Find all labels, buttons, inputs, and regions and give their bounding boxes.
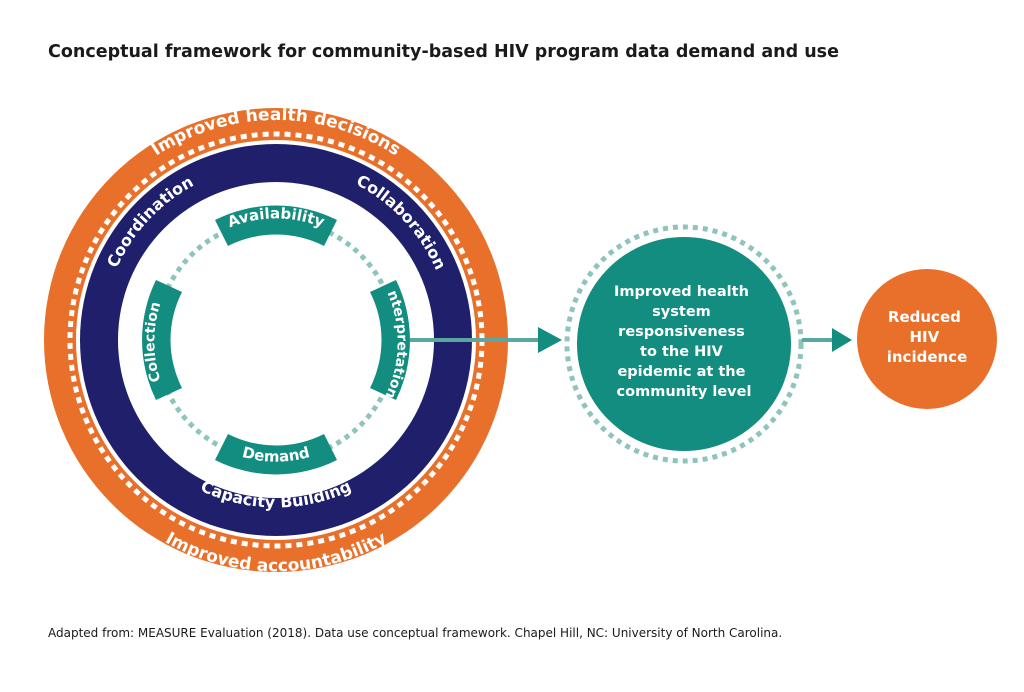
outcome-circle-dots (564, 224, 804, 464)
impact-line-1: Reduced (888, 308, 961, 326)
impact-circle (857, 269, 997, 409)
inner-white-disc (118, 182, 434, 498)
outcome-line-2: system (652, 304, 711, 320)
outcome-text: Improved health system responsiveness to… (614, 284, 754, 400)
segment-interpretation (370, 280, 410, 400)
impact-line-3: incidence (887, 348, 968, 366)
segment-availability (215, 205, 337, 246)
svg-text:Demand: Demand (241, 443, 312, 466)
outcome-line-5: epidemic at the (617, 364, 745, 380)
impact-line-2: HIV (910, 328, 940, 346)
diagram-title: Conceptual framework for community-based… (48, 42, 839, 62)
impact-text: Reduced HIV incidence (887, 308, 968, 366)
segment-collection (142, 280, 182, 400)
source-note: Adapted from: MEASURE Evaluation (2018).… (48, 626, 783, 640)
outcome-line-6: community level (617, 384, 752, 400)
arrow-head-2 (832, 328, 852, 352)
arrow-head-1 (538, 327, 562, 353)
outcome-line-3: responsiveness (618, 324, 745, 340)
outcome-line-4: to the HIV (640, 344, 724, 360)
segment-demand (215, 434, 337, 475)
outcome-circle (577, 237, 791, 451)
demand-label: Demand (241, 443, 312, 466)
outcome-line-1: Improved health (614, 284, 749, 300)
